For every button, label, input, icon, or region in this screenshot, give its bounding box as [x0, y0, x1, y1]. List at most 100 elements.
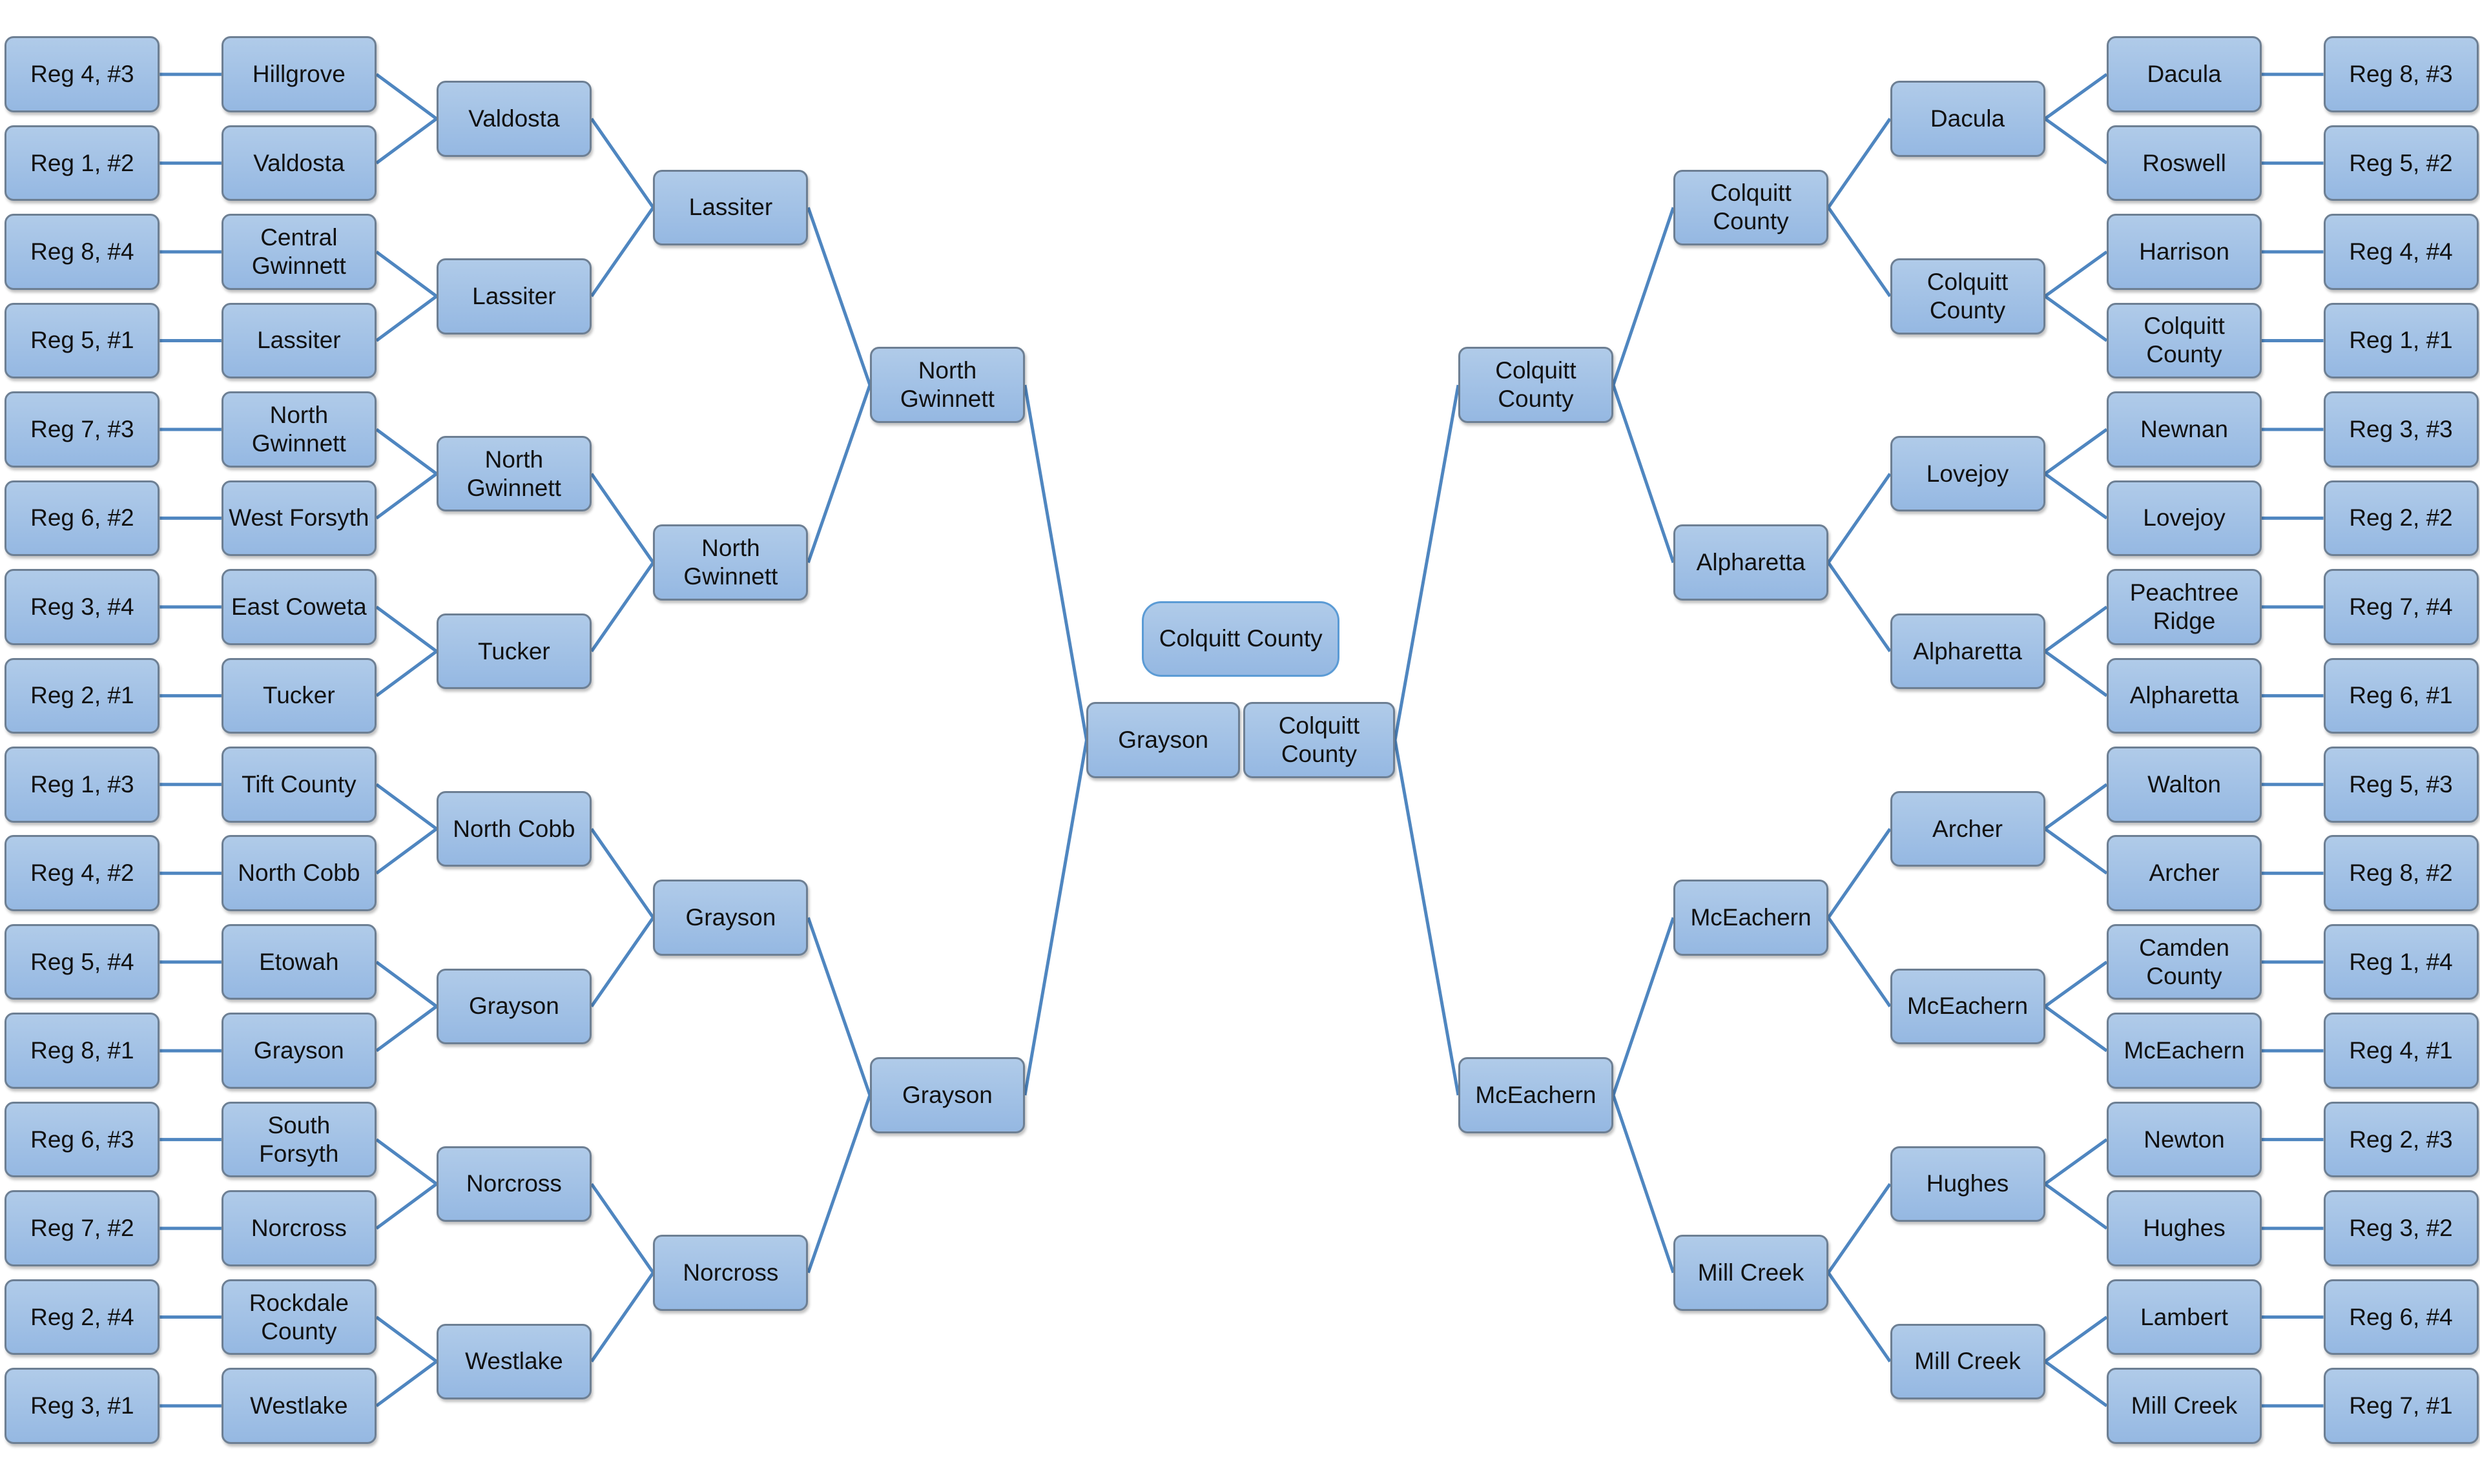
team-box-round-1[interactable]: Dacula	[2107, 36, 2262, 112]
seed-box[interactable]: Reg 3, #1	[5, 1368, 160, 1444]
connector-line	[1611, 1095, 1675, 1273]
seed-box[interactable]: Reg 2, #1	[5, 657, 160, 734]
team-box-round-1[interactable]: Tucker	[221, 657, 377, 734]
team-box-round-4[interactable]: Grayson	[869, 1057, 1025, 1133]
team-box-round-2[interactable]: Norcross	[436, 1146, 592, 1222]
team-box-round-1[interactable]: Newton	[2107, 1101, 2262, 1178]
seed-box[interactable]: Reg 7, #2	[5, 1190, 160, 1266]
team-box-round-2[interactable]: Grayson	[436, 968, 592, 1045]
seed-box[interactable]: Reg 1, #2	[5, 125, 160, 201]
team-box-round-2[interactable]: North Cobb	[436, 790, 592, 867]
team-box-round-1[interactable]: Harrison	[2107, 214, 2262, 290]
team-box-round-2[interactable]: Westlake	[436, 1323, 592, 1400]
team-box-round-2[interactable]: Mill Creek	[1890, 1323, 2045, 1400]
right-finalist-box[interactable]: Colquitt County	[1243, 702, 1395, 778]
team-box-round-1[interactable]: Grayson	[221, 1013, 377, 1089]
team-box-round-2[interactable]: Lassiter	[436, 258, 592, 335]
team-box-round-1[interactable]: Lambert	[2107, 1279, 2262, 1355]
seed-box[interactable]: Reg 6, #1	[2323, 657, 2479, 734]
team-box-round-1[interactable]: Hillgrove	[221, 36, 377, 112]
team-box-round-4[interactable]: Colquitt County	[1458, 347, 1613, 423]
team-box-round-1[interactable]: Hughes	[2107, 1190, 2262, 1266]
team-box-round-2[interactable]: Alpharetta	[1890, 613, 2045, 690]
seed-box[interactable]: Reg 4, #1	[2323, 1013, 2479, 1089]
team-box-round-3[interactable]: Alpharetta	[1673, 524, 1829, 601]
team-box-round-1[interactable]: Camden County	[2107, 923, 2262, 1000]
team-box-round-1[interactable]: Norcross	[221, 1190, 377, 1266]
team-box-round-1[interactable]: Etowah	[221, 923, 377, 1000]
team-box-round-2[interactable]: Dacula	[1890, 81, 2045, 157]
seed-box[interactable]: Reg 5, #3	[2323, 747, 2479, 823]
seed-box[interactable]: Reg 5, #1	[5, 302, 160, 379]
seed-box[interactable]: Reg 2, #4	[5, 1279, 160, 1355]
team-box-round-1[interactable]: South Forsyth	[221, 1101, 377, 1178]
team-box-round-1[interactable]: West Forsyth	[221, 480, 377, 557]
seed-box[interactable]: Reg 3, #3	[2323, 391, 2479, 468]
team-box-round-3[interactable]: Lassiter	[653, 169, 809, 246]
seed-box[interactable]: Reg 3, #4	[5, 569, 160, 645]
team-box-round-1[interactable]: Newnan	[2107, 391, 2262, 468]
team-box-round-2[interactable]: Archer	[1890, 790, 2045, 867]
connector-line	[590, 916, 655, 1007]
seed-box[interactable]: Reg 7, #3	[5, 391, 160, 468]
seed-box[interactable]: Reg 6, #4	[2323, 1279, 2479, 1355]
seed-box[interactable]: Reg 4, #4	[2323, 214, 2479, 290]
seed-box[interactable]: Reg 7, #4	[2323, 569, 2479, 645]
team-box-round-1[interactable]: Archer	[2107, 835, 2262, 912]
team-box-round-1[interactable]: Westlake	[221, 1368, 377, 1444]
seed-box[interactable]: Reg 6, #2	[5, 480, 160, 557]
seed-box[interactable]: Reg 2, #2	[2323, 480, 2479, 557]
team-box-round-1[interactable]: Roswell	[2107, 125, 2262, 201]
team-box-round-1[interactable]: Lovejoy	[2107, 480, 2262, 557]
team-box-round-1[interactable]: Tift County	[221, 747, 377, 823]
connector-line	[375, 1138, 438, 1186]
seed-box[interactable]: Reg 4, #3	[5, 36, 160, 112]
team-box-round-1[interactable]: Alpharetta	[2107, 657, 2262, 734]
team-box-round-1[interactable]: Valdosta	[221, 125, 377, 201]
team-box-round-1[interactable]: McEachern	[2107, 1013, 2262, 1089]
team-box-round-2[interactable]: Colquitt County	[1890, 258, 2045, 335]
team-box-round-1[interactable]: North Gwinnett	[221, 391, 377, 468]
team-box-round-3[interactable]: Grayson	[653, 880, 809, 956]
seed-box[interactable]: Reg 4, #2	[5, 835, 160, 912]
left-finalist-box[interactable]: Grayson	[1086, 702, 1240, 778]
team-box-round-1[interactable]: Colquitt County	[2107, 302, 2262, 379]
team-box-round-1[interactable]: East Coweta	[221, 569, 377, 645]
connector-line	[1826, 1182, 1892, 1274]
team-box-round-2[interactable]: Hughes	[1890, 1146, 2045, 1222]
seed-box[interactable]: Reg 1, #1	[2323, 302, 2479, 379]
seed-box[interactable]: Reg 3, #2	[2323, 1190, 2479, 1266]
connector-line	[375, 1360, 438, 1408]
team-box-round-1[interactable]: Mill Creek	[2107, 1368, 2262, 1444]
seed-box[interactable]: Reg 6, #3	[5, 1101, 160, 1178]
team-box-round-1[interactable]: Central Gwinnett	[221, 214, 377, 290]
team-box-round-4[interactable]: McEachern	[1458, 1057, 1613, 1133]
team-box-round-3[interactable]: Norcross	[653, 1235, 809, 1311]
team-box-round-2[interactable]: Valdosta	[436, 81, 592, 157]
team-box-round-1[interactable]: Peachtree Ridge	[2107, 569, 2262, 645]
team-box-round-4[interactable]: North Gwinnett	[869, 347, 1025, 423]
seed-box[interactable]: Reg 7, #1	[2323, 1368, 2479, 1444]
seed-box[interactable]: Reg 1, #3	[5, 747, 160, 823]
seed-box[interactable]: Reg 1, #4	[2323, 923, 2479, 1000]
team-box-round-1[interactable]: North Cobb	[221, 835, 377, 912]
seed-box[interactable]: Reg 5, #2	[2323, 125, 2479, 201]
seed-box[interactable]: Reg 2, #3	[2323, 1101, 2479, 1178]
team-box-round-2[interactable]: North Gwinnett	[436, 435, 592, 512]
team-box-round-2[interactable]: Tucker	[436, 613, 592, 690]
team-box-round-1[interactable]: Rockdale County	[221, 1279, 377, 1355]
team-box-round-3[interactable]: Mill Creek	[1673, 1235, 1829, 1311]
team-box-round-2[interactable]: Lovejoy	[1890, 435, 2045, 512]
team-box-round-3[interactable]: Colquitt County	[1673, 169, 1829, 246]
seed-box[interactable]: Reg 5, #4	[5, 923, 160, 1000]
seed-box[interactable]: Reg 8, #1	[5, 1013, 160, 1089]
team-box-round-1[interactable]: Walton	[2107, 747, 2262, 823]
seed-box[interactable]: Reg 8, #2	[2323, 835, 2479, 912]
team-box-round-3[interactable]: North Gwinnett	[653, 524, 809, 601]
seed-box[interactable]: Reg 8, #4	[5, 214, 160, 290]
champion-box[interactable]: Colquitt County	[1142, 601, 1340, 677]
team-box-round-3[interactable]: McEachern	[1673, 880, 1829, 956]
team-box-round-2[interactable]: McEachern	[1890, 968, 2045, 1045]
seed-box[interactable]: Reg 8, #3	[2323, 36, 2479, 112]
team-box-round-1[interactable]: Lassiter	[221, 302, 377, 379]
